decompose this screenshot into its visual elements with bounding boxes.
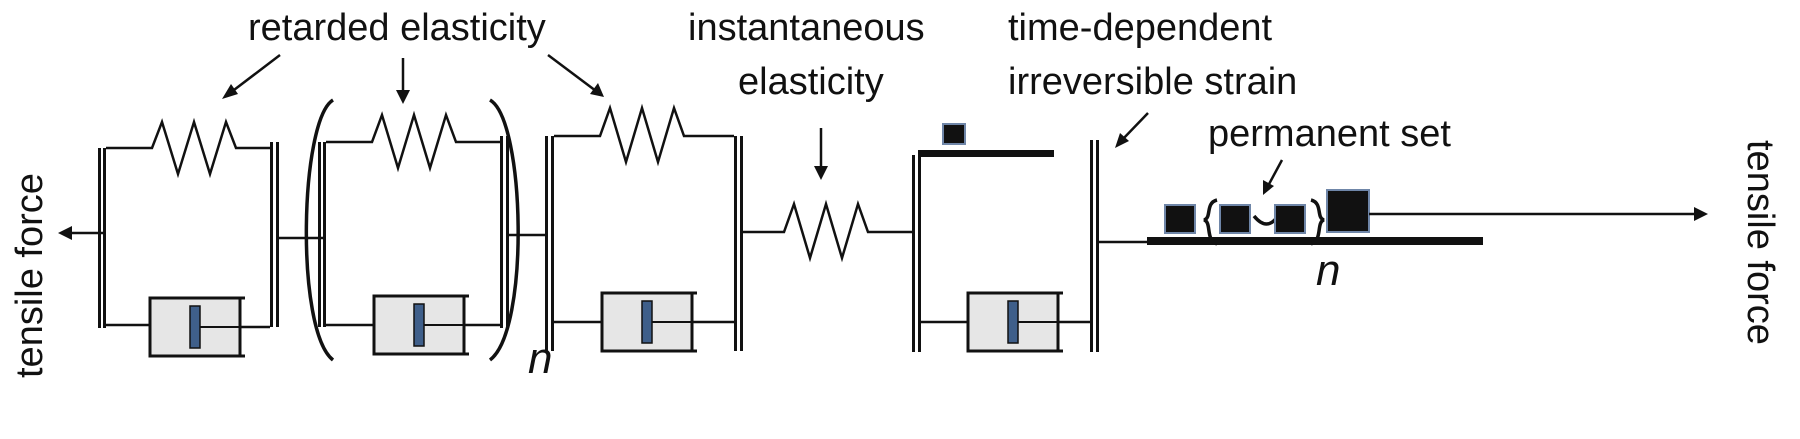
right-parenthesis — [488, 98, 520, 362]
frictional-slider-dashpot-element — [912, 123, 1099, 353]
permanent-set-label: permanent set — [1208, 113, 1451, 155]
kelvin-voigt-element-1 — [98, 117, 279, 358]
retarded-elasticity-label: retarded elasticity — [248, 7, 546, 49]
block-3 — [1274, 204, 1306, 234]
retarded-arrow-right — [547, 54, 604, 97]
block-4 — [1326, 189, 1370, 233]
series-spring — [743, 199, 912, 263]
repeat-n-voigt-label: n — [528, 334, 552, 383]
retarded-arrow-middle — [396, 58, 410, 104]
instantaneous-arrow — [814, 128, 828, 180]
left-force-label: tensile force — [9, 173, 51, 378]
spring-3 — [554, 103, 734, 167]
elasticity-label: elasticity — [738, 61, 884, 103]
slider-block — [942, 123, 966, 145]
permanent-set-arrow — [1263, 159, 1284, 195]
instantaneous-label: instantaneous — [688, 7, 925, 49]
irreversible-strain-label: irreversible strain — [1008, 61, 1297, 103]
left-force-arrow — [58, 226, 103, 240]
irreversible-strain-arrow — [1115, 112, 1149, 148]
block-1 — [1164, 204, 1196, 234]
right-curly-brace — [1310, 198, 1325, 246]
permanent-set-blocks — [1147, 189, 1483, 246]
time-dependent-label: time-dependent — [1008, 7, 1273, 49]
left-curly-brace — [1203, 198, 1218, 246]
right-force-arrow — [1369, 207, 1708, 221]
kelvin-voigt-element-3 — [545, 103, 743, 353]
spring-2 — [326, 110, 500, 173]
repeat-n-slider-label: n — [1316, 246, 1340, 295]
retarded-arrow-left — [222, 54, 281, 99]
left-parenthesis — [304, 98, 335, 362]
kelvin-voigt-element-repeated — [318, 110, 509, 356]
right-force-label: tensile force — [1739, 140, 1781, 345]
spring-1 — [106, 117, 270, 179]
block-2 — [1219, 204, 1251, 234]
